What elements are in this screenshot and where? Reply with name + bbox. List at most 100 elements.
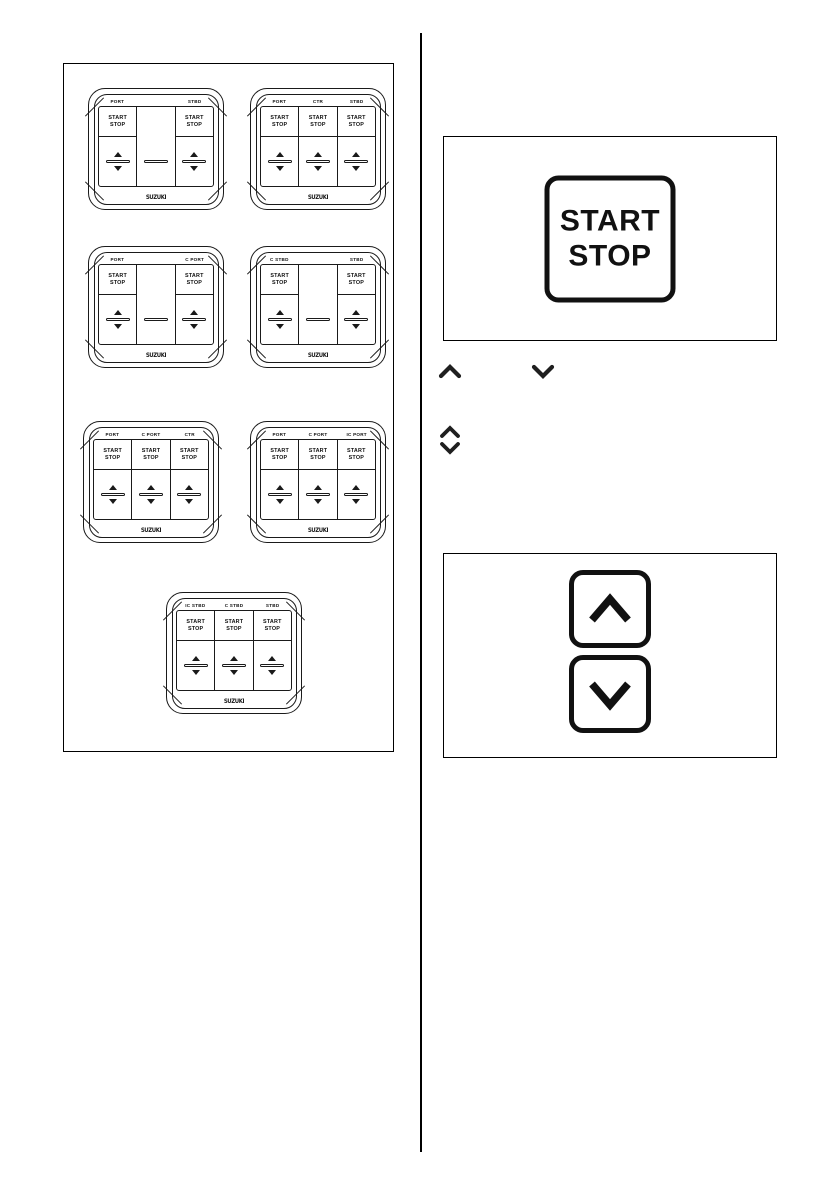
trim-bar (100, 493, 125, 496)
trim-key[interactable] (254, 641, 291, 690)
chevron-down-icon (531, 364, 555, 379)
start-stop-button[interactable]: START STOP (544, 175, 676, 302)
key-label: PORT (272, 99, 287, 104)
panel-bezel (246, 421, 390, 543)
trim-key[interactable] (338, 470, 375, 519)
chevron-up-icon (313, 485, 322, 491)
key-label: C PORT (141, 432, 161, 437)
start-label: START (270, 272, 289, 279)
trim-up-button[interactable] (569, 570, 651, 648)
chevron-up-icon (440, 425, 460, 438)
trim-key[interactable] (99, 137, 136, 186)
key-label: STBD (349, 99, 364, 104)
trim-key[interactable] (338, 295, 375, 344)
column-divider (420, 33, 422, 1152)
trim-key[interactable] (261, 137, 298, 186)
trim-key[interactable] (261, 295, 298, 344)
key-label: PORT (105, 432, 120, 437)
trim-key[interactable] (176, 295, 213, 344)
panel-bezel-inner (255, 251, 381, 363)
trim-key[interactable] (94, 470, 131, 519)
trim-down-button[interactable] (569, 655, 651, 733)
panel-bezel (84, 246, 228, 368)
start-label: START (141, 447, 161, 454)
trim-key[interactable] (338, 137, 375, 186)
trim-key[interactable] (215, 641, 252, 690)
trim-key[interactable] (99, 295, 136, 344)
chevron-down-icon (185, 498, 194, 504)
key-label: CTR (312, 99, 324, 104)
trim-bar (105, 160, 130, 163)
trim-key[interactable] (132, 470, 169, 519)
chevron-down-icon (275, 323, 284, 329)
trim-key[interactable] (171, 470, 208, 519)
stop-label: STOP (187, 625, 204, 632)
chevron-down-icon (275, 498, 284, 504)
trim-bar (267, 493, 292, 496)
chevron-up-icon (275, 310, 284, 316)
trim-key[interactable] (299, 137, 336, 186)
trim-key[interactable] (299, 470, 336, 519)
trim-bar (105, 318, 130, 321)
key-label: C STBD (270, 257, 289, 262)
suzuki-logo: SUZUKI (307, 194, 329, 201)
trim-bar (182, 160, 207, 163)
stop-label: STOP (348, 121, 365, 128)
trim-key[interactable] (177, 641, 214, 690)
stop-label: STOP (186, 279, 203, 286)
chevron-down-icon (313, 498, 322, 504)
suzuki-logo: SUZUKI (307, 352, 329, 359)
brand-strip: SUZUKI (108, 193, 204, 202)
trim-key[interactable] (176, 137, 213, 186)
trim-key[interactable] (261, 470, 298, 519)
trim-bar (221, 664, 246, 667)
